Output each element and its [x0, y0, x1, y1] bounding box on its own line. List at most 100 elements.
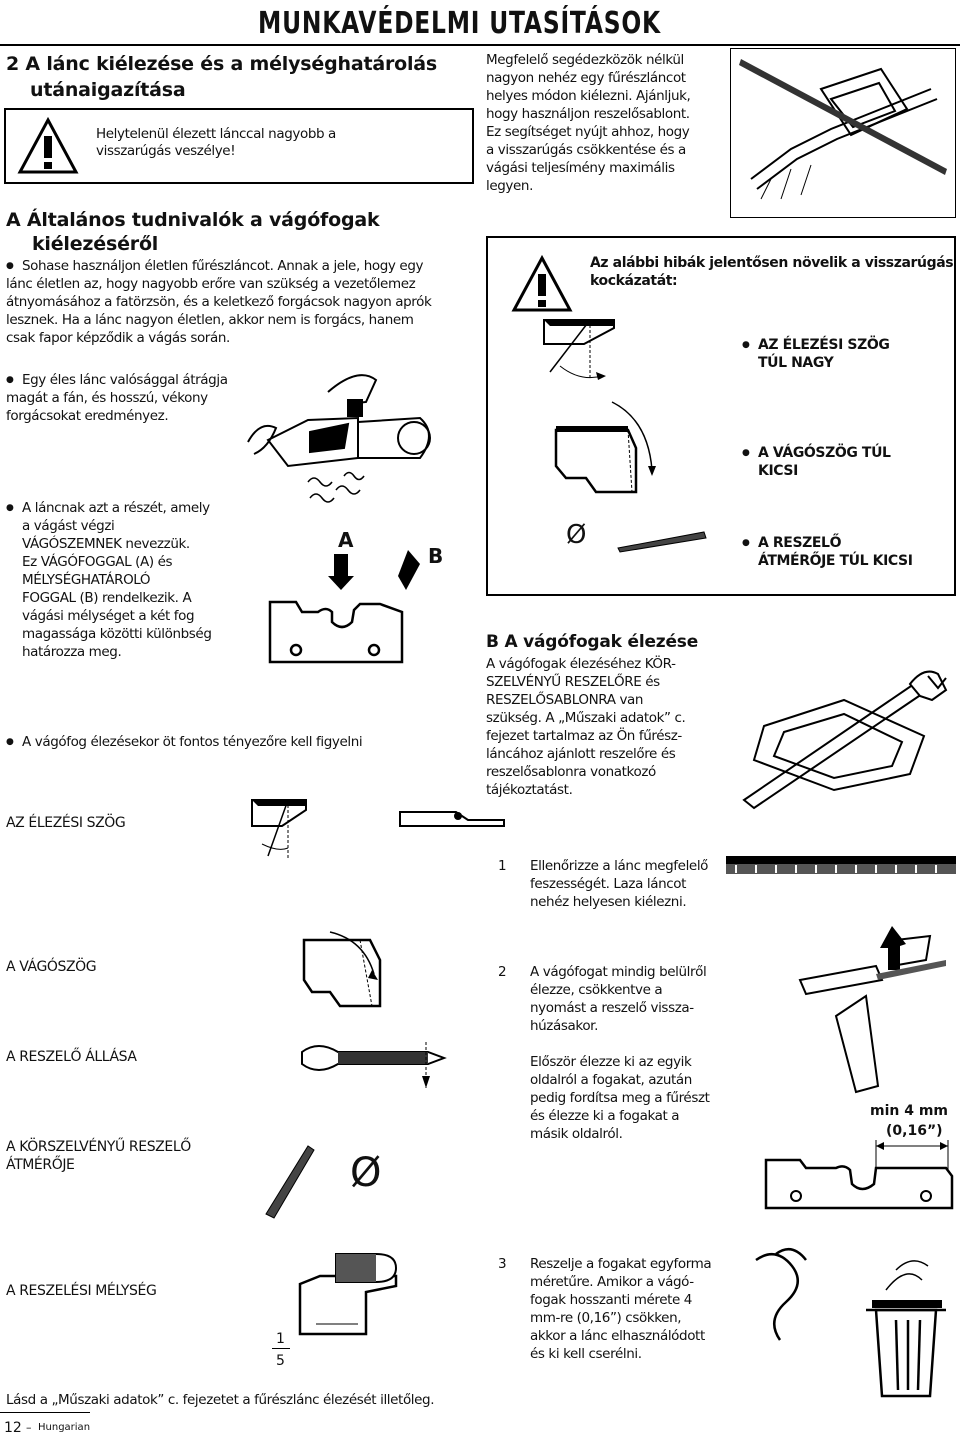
step-2-line4: húzásakor. [530, 1018, 598, 1034]
footer-language: Hungarian [38, 1422, 91, 1433]
step-2-line3: nyomást a reszelő vissza- [530, 1000, 694, 1016]
header-rule [0, 44, 960, 46]
risk-item-cutting-angle-line2: KICSI [758, 463, 798, 479]
round-file-icon [265, 1145, 315, 1219]
file-position-diagram [301, 1042, 447, 1088]
bullet-dull-chain-line4: lesznek. Ha a lánc nagyon életlen, akkor… [6, 312, 414, 328]
label-depth-gauge-b: B [428, 544, 444, 568]
step-3-line1: Reszelje a fogakat egyforma [530, 1256, 712, 1272]
bullet-dull-chain-line1: Sohase használjon életlen fűrészláncot. … [22, 258, 424, 274]
step-2b-line2: oldalról a fogakat, azután [530, 1072, 692, 1088]
bullet-cutter-line1: A láncnak azt a részét, amely [22, 500, 210, 516]
template-intro-line4: hogy használjon reszelősablont. [486, 106, 690, 122]
factor-cutting-angle: A VÁGÓSZÖG [6, 959, 97, 975]
warning-box: Helytelenül élezett lánccal nagyobb a vi… [4, 108, 474, 184]
risk-item-file-diameter: ● A RESZELŐ [742, 535, 842, 551]
footer-page-number: 12 [4, 1420, 22, 1436]
round-file-and-template-illustration [742, 670, 948, 810]
bullet-sharp-chain-line1: Egy éles lánc valósággal átrágja [22, 372, 228, 388]
step-2b-line3: pedig fordítsa meg a fűrészt [530, 1090, 710, 1106]
template-intro-line8: legyen. [486, 178, 533, 194]
footer-dash: – [26, 1421, 32, 1434]
risk-heading-line2: kockázatát: [590, 273, 678, 289]
cutting-angle-too-small-diagram [554, 401, 656, 494]
section-b-text-line3: RESZELŐSABLONRA van [486, 692, 644, 708]
step-3-number: 3 [498, 1256, 507, 1272]
risk-item-file-diameter-line2: ÁTMÉRŐJE TÚL KICSI [758, 553, 913, 569]
bullet-cutter-line7: vágási mélységet a két fog [22, 608, 195, 624]
min-length-label-line1: min 4 mm [870, 1103, 949, 1119]
template-intro-line1: Megfelelő segédezközök nélkül [486, 52, 684, 68]
factor-filing-angle: AZ ÉLEZÉSI SZÖG [6, 815, 126, 831]
factor-file-diameter-line1: A KÖRSZELVÉNYŰ RESZELŐ [6, 1139, 191, 1155]
bullet-dull-chain: Sohase használjon életlen fűrészláncot. … [6, 258, 424, 275]
page-header-title: MUNKAVÉDELMI UTASÍTÁSOK [258, 6, 661, 41]
bullet-cutter-line9: határozza meg. [22, 644, 122, 660]
section-b-text-line1: A vágófogak élezéséhez KÖR- [486, 656, 676, 672]
bullet-five-factors: A vágófog élezésekor öt fontos tényezőre… [6, 734, 363, 751]
bullet-sharp-chain: Egy éles lánc valósággal átrágja [6, 372, 228, 389]
step-2b-line1: Először élezze ki az egyik [530, 1054, 692, 1070]
bullet-cutter-line8: magassága közötti különbség [22, 626, 212, 642]
filing-depth-diagram [298, 1253, 398, 1336]
file-side-view-icon [399, 811, 505, 827]
step-1-line3: nehéz helyesen kiélezni. [530, 894, 687, 910]
factor-filing-depth: A RESZELÉSI MÉLYSÉG [6, 1283, 157, 1299]
section-2-title-line1: 2 A lánc kiélezése és a mélységhatárolás [6, 53, 438, 75]
bullet-five-factors-text: A vágófog élezésekor öt fontos tényezőre… [22, 734, 363, 750]
template-intro-line2: nagyon nehéz egy fűrészláncot [486, 70, 686, 86]
min-length-label-line2: (0,16”) [886, 1123, 943, 1139]
worn-chain-disposal-illustration [755, 1247, 946, 1398]
risk-item-filing-angle-line2: TÚL NAGY [758, 355, 834, 371]
bullet-dull-chain-line5: csak fapor képződik a vágás során. [6, 330, 230, 346]
file-template-on-chain-illustration [739, 59, 947, 200]
warning-triangle-icon [17, 116, 79, 174]
section-b-text-line6: láncához ajánlott reszelőre és [486, 746, 676, 762]
section-b-text-line4: szükség. A „Műszaki adatok” c. [486, 710, 686, 726]
template-intro-line6: a visszarúgás csökkentése és a [486, 142, 686, 158]
section-a-title-line1: A Általános tudnivalók a vágófogak [6, 209, 380, 231]
bullet-cutter-line6: FOGGAL (B) rendelkezik. A [22, 590, 192, 606]
step-2-number: 2 [498, 964, 507, 980]
see-technical-data-note: Lásd a „Műszaki adatok” c. fejezetet a f… [6, 1392, 435, 1408]
filing-angle-diagram [251, 799, 307, 860]
file-from-inside-illustration [798, 926, 946, 1094]
thin-file-icon [617, 531, 707, 553]
template-intro-line3: helyes módon kiélezni. Ajánljuk, [486, 88, 691, 104]
step-3-line4: mm-re (0,16”) csökken, [530, 1310, 682, 1326]
kickback-risk-box: Az alábbi hibák jelentősen növelik a vis… [486, 236, 956, 596]
file-template-illustration-box [730, 48, 956, 218]
factor-file-position: A RESZELŐ ÁLLÁSA [6, 1049, 137, 1065]
bullet-dull-chain-line2: lánc életlen az, hogy nagyobb erőre van … [6, 276, 416, 292]
cutter-tooth-diagram [268, 550, 420, 664]
step-2b-line4: és élezze ki a fogakat a [530, 1108, 680, 1124]
template-intro-line5: Ez segítséget nyújt ahhoz, hogy [486, 124, 690, 140]
cutting-angle-diagram [302, 931, 382, 1008]
bullet-dull-chain-line3: átnyomásához a fatörzsön, és a keletkező… [6, 294, 432, 310]
warning-triangle-icon-risk [511, 254, 573, 312]
minimum-tooth-length-diagram [764, 1140, 954, 1210]
diameter-symbol-left: Ø [350, 1150, 382, 1196]
risk-item-file-diameter-line1: A RESZELŐ [758, 535, 842, 551]
step-2-line1: A vágófogat mindig belülről [530, 964, 707, 980]
warning-text-line1: Helytelenül élezett lánccal nagyobb a [96, 126, 336, 142]
section-b-text-line7: reszelősablonra vonatkozó [486, 764, 656, 780]
chain-tension-illustration [726, 856, 956, 874]
bullet-cutter-line5: MÉLYSÉGHATÁROLÓ [22, 572, 151, 588]
step-3-line6: és ki kell cserélni. [530, 1346, 642, 1362]
risk-item-cutting-angle: ● A VÁGÓSZÖG TÚL [742, 445, 891, 461]
step-3-line2: méretűre. Amikor a vágó- [530, 1274, 694, 1290]
bullet-sharp-chain-line3: forgácsokat eredményez. [6, 408, 169, 424]
label-cutter-a: A [338, 528, 354, 552]
fraction-numerator: 1 [276, 1331, 285, 1347]
step-3-line5: akkor a lánc elhasználódott [530, 1328, 705, 1344]
section-2-title-line2: utánaigazítása [30, 79, 186, 101]
warning-text-line2: visszarúgás veszélye! [96, 143, 236, 159]
section-b-text-line2: SZELVÉNYŰ RESZELŐRE és [486, 674, 660, 690]
section-b-text-line5: fejezet tartalmaz az Ön fűrész- [486, 728, 682, 744]
chainsaw-cutting-illustration [247, 374, 431, 503]
section-b-text-line8: tájékoztatást. [486, 782, 573, 798]
step-1-line1: Ellenőrizze a lánc megfelelő [530, 858, 709, 874]
risk-item-cutting-angle-line1: A VÁGÓSZÖG TÚL [758, 445, 891, 461]
bullet-cutter-line3: VÁGÓSZEMNEK nevezzük. [22, 536, 190, 552]
